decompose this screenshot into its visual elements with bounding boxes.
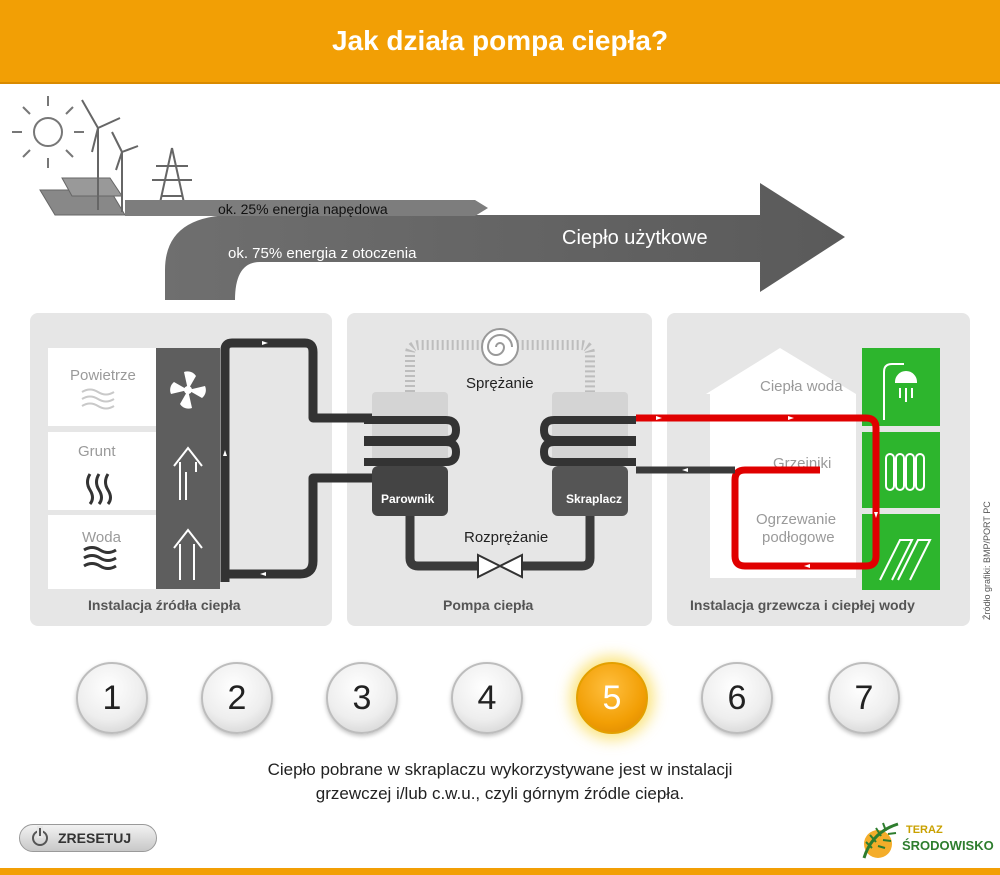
useful-heat-label: Ciepło użytkowe [562, 227, 708, 249]
compression-label: Sprężanie [466, 375, 534, 392]
wind-turbine-icon [81, 99, 139, 212]
ground-heat-icon [86, 473, 112, 505]
condenser-coil [539, 416, 636, 466]
expansion-pipe [405, 516, 595, 571]
step-4-button[interactable]: 4 [451, 662, 523, 734]
source-pipe [220, 338, 372, 582]
page-title: Jak działa pompa ciepła? [331, 25, 669, 56]
step-selector: 1 2 3 4 5 6 7 [0, 652, 1000, 734]
water-house-icon [173, 528, 203, 580]
evaporator-unit [372, 466, 448, 516]
step-1-button[interactable]: 1 [76, 662, 148, 734]
description-line-2: grzewczej i/lub c.w.u., czyli górnym źró… [315, 784, 685, 803]
drive-energy-arrow [125, 200, 488, 216]
source-panel-title: Instalacja źródła ciepła [88, 597, 241, 613]
source-credit: Źródło grafiki: BMP/PORT PC [982, 501, 992, 620]
step-7-button[interactable]: 7 [828, 662, 900, 734]
house-shape [706, 348, 856, 578]
logo-text-line-2: ŚRODOWISKO [902, 838, 994, 853]
compression-pipe [405, 340, 595, 392]
heating-pipe-arrows [656, 416, 878, 568]
evaporator-coil [364, 416, 461, 466]
step-3-button[interactable]: 3 [326, 662, 398, 734]
sun-icon [12, 96, 84, 168]
shower-icon [883, 363, 918, 420]
floor-heating-label-2: podłogowe [762, 529, 835, 546]
footer-bar [0, 868, 1000, 875]
air-row [48, 348, 156, 426]
step-description: Ciepło pobrane w skraplaczu wykorzystywa… [180, 758, 820, 806]
drive-energy-label: ok. 25% energia napędowa [218, 201, 388, 217]
leaf-logo-icon [862, 822, 899, 859]
fan-icon [170, 371, 206, 409]
condenser-label: Skraplacz [566, 492, 622, 506]
reset-button[interactable]: ZRESETUJ [19, 824, 157, 852]
expansion-label: Rozprężanie [464, 529, 548, 546]
water-waves-icon [83, 546, 117, 570]
teraz-srodowisko-logo: TERAZ ŚRODOWISKO [858, 818, 994, 864]
step-2-button[interactable]: 2 [201, 662, 273, 734]
hot-water-tile [862, 348, 940, 426]
evaporator-label: Parownik [381, 492, 435, 506]
evaporator-coil-box [372, 392, 448, 462]
air-label: Powietrze [70, 367, 136, 384]
heat-pump-diagram: ok. 25% energia napędowa ok. 75% energia… [12, 96, 992, 626]
water-label: Woda [82, 529, 122, 546]
hot-pipe [636, 414, 880, 570]
ambient-energy-label: ok. 75% energia z otoczenia [228, 245, 417, 262]
pump-panel [347, 313, 652, 626]
power-icon [32, 828, 48, 846]
energy-flow-arrow [165, 183, 845, 300]
floor-heating-icon [879, 539, 932, 581]
pump-panel-title: Pompa ciepła [443, 597, 533, 613]
heating-panel-title: Instalacja grzewcza i ciepłej wody [690, 597, 915, 613]
compressor-icon [481, 328, 519, 366]
source-pipe-arrows [223, 341, 268, 576]
solar-panel-icon [39, 177, 126, 216]
hot-water-label: Ciepła woda [760, 378, 843, 395]
header-bar: Jak działa pompa ciepła? [0, 0, 1000, 84]
description-line-1: Ciepło pobrane w skraplaczu wykorzystywa… [267, 760, 733, 779]
condenser-unit [552, 466, 628, 516]
air-waves-icon [81, 388, 115, 410]
floor-heating-label: Ogrzewanie [756, 511, 836, 528]
ground-house-icon [173, 446, 203, 500]
step-6-button[interactable]: 6 [701, 662, 773, 734]
ground-label: Grunt [78, 443, 116, 460]
logo-text-line-1: TERAZ [906, 824, 943, 836]
radiator-icon [885, 453, 925, 491]
expansion-valve-icon [477, 553, 523, 579]
step-5-button[interactable]: 5 [576, 662, 648, 734]
reset-label: ZRESETUJ [58, 830, 132, 846]
condenser-coil-box [552, 392, 628, 462]
